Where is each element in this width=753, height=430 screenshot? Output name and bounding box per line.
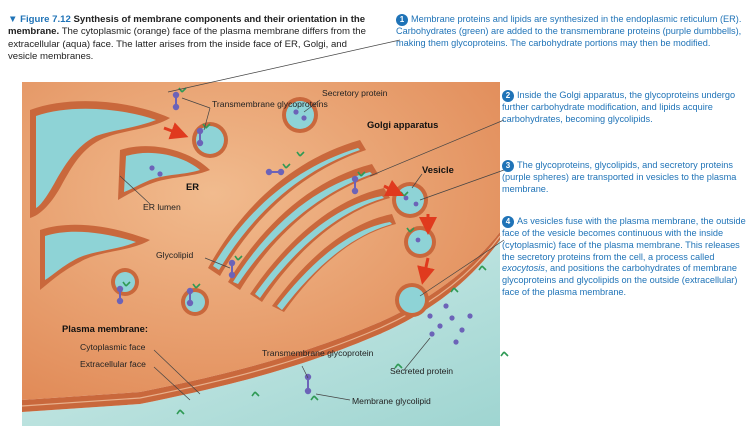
label-transmembrane-glycoprotein: Transmembrane glycoprotein <box>262 348 374 358</box>
label-er-lumen: ER lumen <box>143 202 181 212</box>
vesicle-secretory <box>282 97 318 133</box>
step-2-number: 2 <box>502 90 514 102</box>
vesicle-transport-1 <box>392 182 428 218</box>
label-vesicle: Vesicle <box>422 164 454 175</box>
figure-caption-body: The cytoplasmic (orange) face of the pla… <box>8 26 366 63</box>
step-4-number: 4 <box>502 216 514 228</box>
label-secreted-protein: Secreted protein <box>390 366 453 376</box>
carbohydrate-chains <box>122 87 509 415</box>
label-glycolipid: Glycolipid <box>156 250 193 260</box>
vesicle-fusing <box>395 283 429 317</box>
figure-label: ▼ Figure 7.12 <box>8 14 71 25</box>
process-arrows <box>163 122 437 285</box>
figure-title: Synthesis of membrane components and the… <box>8 14 366 38</box>
transmembrane-glycoproteins <box>116 91 359 395</box>
step-2-text: Inside the Golgi apparatus, the glycopro… <box>502 90 736 124</box>
label-cytoplasmic-face: Cytoplasmic face <box>80 342 146 352</box>
step-1-text: Membrane proteins and lipids are synthes… <box>396 14 742 48</box>
label-transmembrane-glycoproteins-1: Transmembrane glycoproteins <box>212 99 328 109</box>
label-secretory-protein: Secretory protein <box>322 88 388 98</box>
plasma-membrane <box>22 232 500 412</box>
label-membrane-glycolipid: Membrane glycolipid <box>352 396 431 406</box>
step-3-number: 3 <box>502 160 514 172</box>
leader-lines <box>119 39 505 401</box>
vesicle-er-1 <box>192 122 228 158</box>
label-er: ER <box>186 181 199 192</box>
figure-caption: ▼ Figure 7.12 Synthesis of membrane comp… <box>8 14 368 64</box>
step-4-text-em: exocytosis <box>502 263 545 274</box>
step-4-text-before: As vesicles fuse with the plasma membran… <box>502 216 746 262</box>
secretory-proteins <box>149 109 473 345</box>
step-4-text-after: , and positions the carbohydrates of mem… <box>502 263 738 297</box>
vesicle-small-mid <box>181 288 209 316</box>
extracellular-space <box>22 240 500 426</box>
label-extracellular-face: Extracellular face <box>80 359 146 369</box>
golgi-apparatus <box>208 140 396 312</box>
step-1-number: 1 <box>396 14 408 26</box>
step-3-text: The glycoproteins, glycolipids, and secr… <box>502 160 737 194</box>
vesicle-small-left <box>111 268 139 296</box>
label-golgi-apparatus: Golgi apparatus <box>367 119 438 130</box>
plasma-membrane-outer-line <box>21 235 501 407</box>
label-plasma-membrane: Plasma membrane: <box>62 323 148 334</box>
